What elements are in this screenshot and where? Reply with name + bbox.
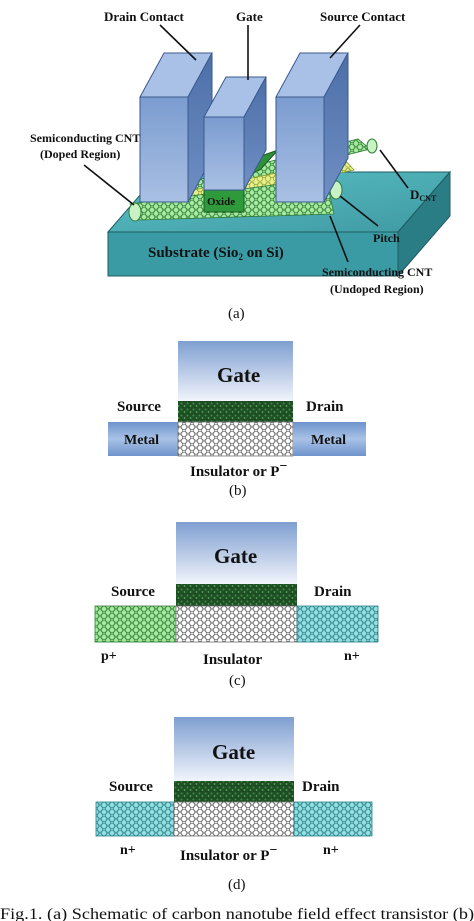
cnt-tube-end-left bbox=[128, 202, 142, 222]
panel-a-3d-schematic: Drain Contact Gate Source Contact Semico… bbox=[30, 9, 452, 322]
channel-b bbox=[177, 421, 294, 457]
gate-pillar-front bbox=[203, 116, 245, 191]
caption-a: (a) bbox=[228, 306, 245, 322]
oxide-layer-c bbox=[176, 584, 297, 606]
gate-block-c bbox=[176, 522, 297, 584]
metal-left-b bbox=[108, 422, 178, 456]
label-metal-right-b: Metal bbox=[311, 433, 346, 448]
label-drain-d: Drain bbox=[302, 779, 340, 795]
label-oxide: Oxide bbox=[207, 196, 235, 208]
label-dcnt: DCNT bbox=[410, 187, 437, 203]
label-substrate: Substrate (Sio2 on Si) bbox=[148, 245, 284, 262]
n-plus-left-region-d bbox=[95, 801, 175, 837]
source-pillar-front bbox=[275, 96, 325, 203]
leader-source-contact bbox=[329, 24, 361, 59]
p-plus-region-c bbox=[94, 605, 177, 643]
label-cnt-undoped-line2: (Undoped Region) bbox=[330, 282, 424, 296]
panel-c-schematic: Gate Source Drain p+ Insulator n+ (c) bbox=[94, 522, 379, 689]
cnt-tube-end-back bbox=[366, 138, 378, 154]
label-n-plus-c: n+ bbox=[344, 649, 360, 664]
label-gate-c: Gate bbox=[214, 544, 257, 568]
label-cnt-doped-line2: (Doped Region) bbox=[40, 147, 120, 161]
substrate-side-face bbox=[397, 170, 451, 278]
label-cnt-undoped-line1: Semiconducting CNT bbox=[322, 265, 432, 279]
leader-drain-contact bbox=[159, 24, 197, 61]
label-source-d: Source bbox=[109, 779, 153, 795]
leader-dcnt bbox=[379, 149, 409, 189]
n-plus-region-c bbox=[296, 605, 379, 643]
caption-b: (b) bbox=[229, 483, 247, 499]
leader-cnt-undoped bbox=[329, 215, 349, 263]
label-metal-left-b: Metal bbox=[124, 433, 159, 448]
leader-cnt-doped bbox=[83, 164, 135, 206]
label-source-contact: Source Contact bbox=[320, 9, 406, 24]
label-cnt-doped-line1: Semiconducting CNT bbox=[30, 131, 140, 145]
leader-pitch bbox=[339, 195, 379, 227]
figure-caption: Fig.1. (a) Schematic of carbon nanotube … bbox=[0, 906, 474, 921]
label-source-c: Source bbox=[111, 584, 155, 600]
caption-c: (c) bbox=[229, 673, 246, 689]
label-n-plus-right-d: n+ bbox=[323, 843, 339, 858]
label-insulator-c: Insulator bbox=[203, 652, 263, 668]
label-drain-contact: Drain Contact bbox=[104, 9, 184, 24]
panel-d-schematic: Gate Source Drain n+ Insulator or P− n+ … bbox=[95, 717, 373, 893]
n-plus-right-region-d bbox=[293, 801, 373, 837]
oxide-layer-d bbox=[174, 781, 294, 802]
label-gate-b: Gate bbox=[217, 363, 260, 387]
label-drain-b: Drain bbox=[306, 399, 344, 415]
channel-c bbox=[175, 605, 298, 643]
gate-block-d bbox=[174, 717, 294, 781]
label-gate-d: Gate bbox=[212, 740, 255, 764]
label-insulator-b: Insulator or P− bbox=[190, 459, 287, 480]
label-drain-c: Drain bbox=[314, 584, 352, 600]
label-p-plus-c: p+ bbox=[101, 649, 117, 664]
panel-b-schematic: Gate Source Drain Metal Metal Insulator … bbox=[108, 341, 366, 499]
label-gate-3d: Gate bbox=[236, 9, 263, 24]
label-n-plus-left-d: n+ bbox=[120, 843, 136, 858]
gate-block-b bbox=[178, 341, 293, 401]
metal-right-b bbox=[293, 422, 366, 456]
oxide-layer-b bbox=[178, 401, 293, 422]
label-pitch: Pitch bbox=[373, 231, 400, 245]
caption-d: (d) bbox=[228, 877, 246, 893]
drain-pillar-front bbox=[139, 96, 189, 203]
channel-d bbox=[173, 801, 295, 837]
label-insulator-d: Insulator or P− bbox=[180, 843, 277, 864]
label-source-b: Source bbox=[117, 399, 161, 415]
